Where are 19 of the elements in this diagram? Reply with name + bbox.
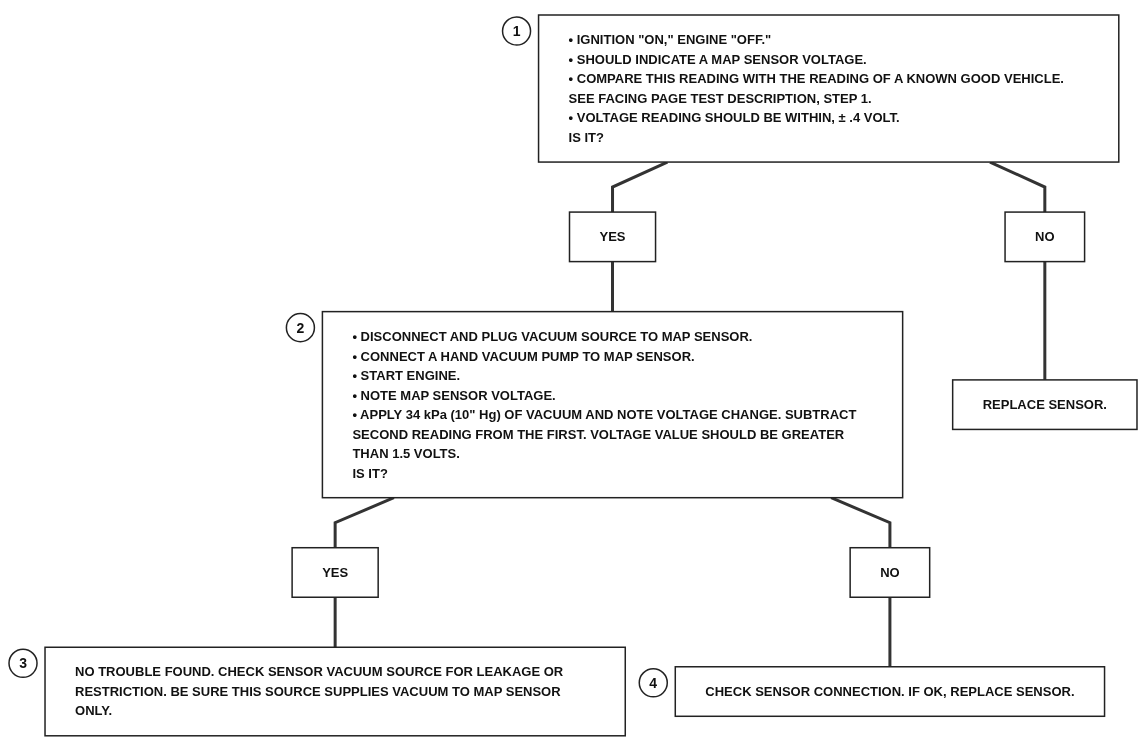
connector <box>333 596 337 647</box>
node-box: NO <box>849 546 931 598</box>
step-number: 2 <box>296 319 305 336</box>
node-box: NO TROUBLE FOUND. CHECK SENSOR VACUUM SOURCE FOR LEAKAGE OR RESTRICTION. BE SURE THIS SOURCE SUPPLIES VACUUM TO MAP SENSOR ONLY. <box>44 646 626 737</box>
connector <box>611 261 615 312</box>
step-number: 4 <box>649 674 658 691</box>
step-number: 3 <box>19 654 27 671</box>
connector <box>989 160 1047 212</box>
node-box: REPLACE SENSOR. <box>951 378 1138 430</box>
step-number: 1 <box>512 22 521 39</box>
node-box: NO <box>1004 210 1086 262</box>
connector <box>611 160 668 212</box>
node-box: • IGNITION "ON," ENGINE "OFF." • SHOULD INDICATE A MAP SENSOR VOLTAGE. • COMPARE THIS READING WITH THE READING OF A KNOWN GOOD VEHICLE. SEE FACING PAGE TEST DESCRIPTION, STEP 1. • VOLTAGE READING SHOULD BE WITHIN, ± .4 VOLT. IS IT? <box>537 13 1120 163</box>
node-box: YES <box>291 546 379 598</box>
connector <box>888 596 892 667</box>
node-box: YES <box>568 210 657 262</box>
node-box: CHECK SENSOR CONNECTION. IF OK, REPLACE SENSOR. <box>674 665 1106 717</box>
node-box: • DISCONNECT AND PLUG VACUUM SOURCE TO MAP SENSOR. • CONNECT A HAND VACUUM PUMP TO MAP SENSOR. • START ENGINE. • NOTE MAP SENSOR VOLTAGE. • APPLY 34 kPa (10" Hg) OF VACUUM AND NOTE VOLTAGE CHANGE. SUBTRACT SECOND READING FROM THE FIRST. VOLTAGE VALUE SHOULD BE GREATER THAN 1.5 VOLTS. IS IT? <box>321 310 904 499</box>
connector <box>1043 261 1047 380</box>
